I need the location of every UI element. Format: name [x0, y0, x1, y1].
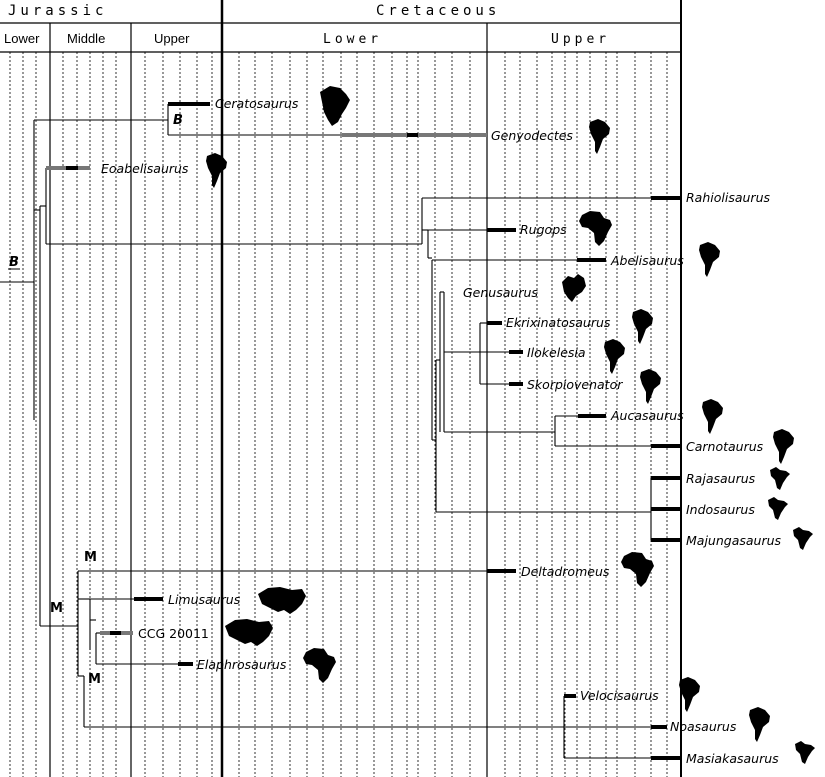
taxon-label: Aucasaurus [610, 408, 684, 423]
taxon-label: CCG 20011 [138, 626, 209, 641]
continent-maps [206, 86, 815, 764]
node-label-b: B [9, 255, 19, 270]
south-america-icon [702, 399, 723, 434]
taxon-label: Carnotaurus [686, 439, 764, 454]
madagascar-icon [795, 741, 815, 764]
epoch-jurassic-lower: Lower [4, 31, 40, 46]
node-labels: B B M M M [8, 113, 183, 687]
taxon-label: Majungasaurus [686, 533, 782, 548]
tree-branches [0, 103, 652, 759]
epoch-jurassic-middle: Middle [67, 31, 105, 46]
south-america-icon [699, 242, 720, 277]
taxon-label: Deltadromeus [521, 564, 610, 579]
period-cretaceous: Cretaceous [376, 3, 500, 19]
taxon-labels: Ceratosaurus Genyodectes Eoabelisaurus R… [101, 96, 782, 766]
europe-icon [562, 274, 586, 302]
south-america-icon [749, 707, 770, 742]
taxon-label: Masiakasaurus [686, 751, 779, 766]
period-jurassic: Jurassic [8, 3, 107, 19]
india-icon [768, 497, 788, 520]
south-america-icon [773, 429, 794, 464]
taxon-label: Velocisaurus [580, 688, 659, 703]
north-america-icon [320, 86, 350, 126]
taxon-label: Genusaurus [463, 285, 538, 300]
south-america-icon [632, 309, 653, 344]
taxon-label: Skorpiovenator [527, 377, 623, 392]
taxon-label: Ilokelesia [527, 345, 586, 360]
taxon-label: Rahiolisaurus [686, 190, 770, 205]
taxon-label: Indosaurus [686, 502, 755, 517]
epoch-cretaceous-lower: Lower [323, 32, 382, 47]
epoch-jurassic-upper: Upper [154, 31, 190, 46]
africa-icon [303, 648, 336, 683]
node-label-m: M [50, 601, 63, 616]
madagascar-icon [793, 527, 813, 550]
asia-icon [225, 619, 273, 646]
taxon-label: Noasaurus [670, 719, 737, 734]
africa-icon [621, 552, 654, 587]
taxon-label: Genyodectes [491, 128, 573, 143]
epoch-cretaceous-upper: Upper [551, 32, 610, 47]
stratigraphic-ranges [46, 102, 681, 760]
taxon-label: Abelisaurus [610, 253, 684, 268]
taxon-label: Eoabelisaurus [101, 161, 189, 176]
south-america-icon [206, 153, 227, 188]
taxon-label: Limusaurus [168, 592, 241, 607]
taxon-label: Rajasaurus [686, 471, 756, 486]
taxon-label: Ekrixinatosaurus [506, 315, 611, 330]
taxon-label: Elaphrosaurus [197, 657, 287, 672]
taxon-label: Ceratosaurus [215, 96, 299, 111]
time-header: Jurassic Cretaceous Lower Middle Upper L… [0, 3, 681, 53]
south-america-icon [640, 369, 661, 404]
taxon-label: Rugops [520, 222, 567, 237]
node-label-b: B [173, 113, 183, 128]
south-america-icon [589, 119, 610, 154]
india-icon [770, 467, 790, 490]
south-america-icon [679, 677, 700, 712]
node-label-m: M [84, 550, 97, 565]
africa-icon [579, 211, 612, 246]
epoch-boundaries [49, 0, 682, 777]
south-america-icon [604, 339, 625, 374]
node-label-m: M [88, 672, 101, 687]
asia-icon [258, 587, 306, 614]
